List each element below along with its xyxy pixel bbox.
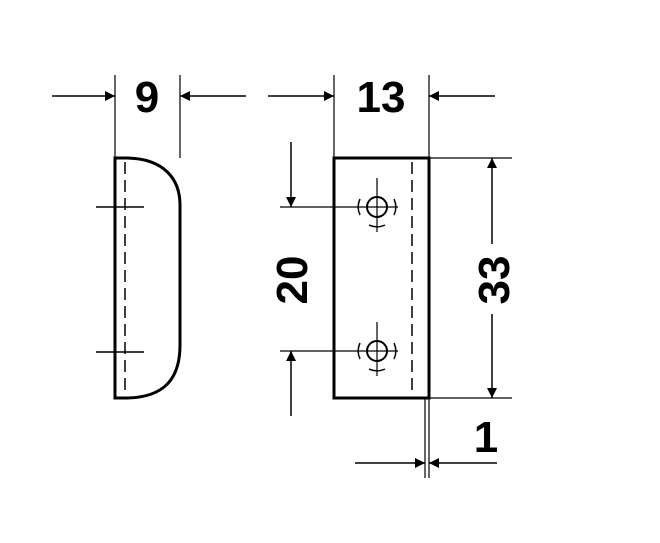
dimension-side-width: 9: [52, 73, 246, 158]
height-label: 33: [470, 256, 519, 305]
front-width-label: 13: [357, 73, 406, 122]
screw-hole-top: [357, 178, 397, 232]
side-width-label: 9: [135, 73, 159, 122]
label-backdrop: [470, 244, 514, 314]
front-plate-outline: [332, 156, 431, 400]
thickness-label: 1: [474, 413, 498, 462]
dimension-hole-spacing: 20: [268, 142, 317, 416]
side-profile-outline: [113, 156, 182, 400]
front-view: [280, 156, 431, 400]
dimension-front-width: 13: [268, 73, 495, 158]
dimension-thickness: 1: [355, 398, 498, 478]
hole-spacing-label: 20: [268, 256, 317, 305]
side-view: [96, 156, 182, 400]
screw-hole-bottom: [357, 322, 397, 376]
dimension-height: 33: [429, 157, 519, 399]
